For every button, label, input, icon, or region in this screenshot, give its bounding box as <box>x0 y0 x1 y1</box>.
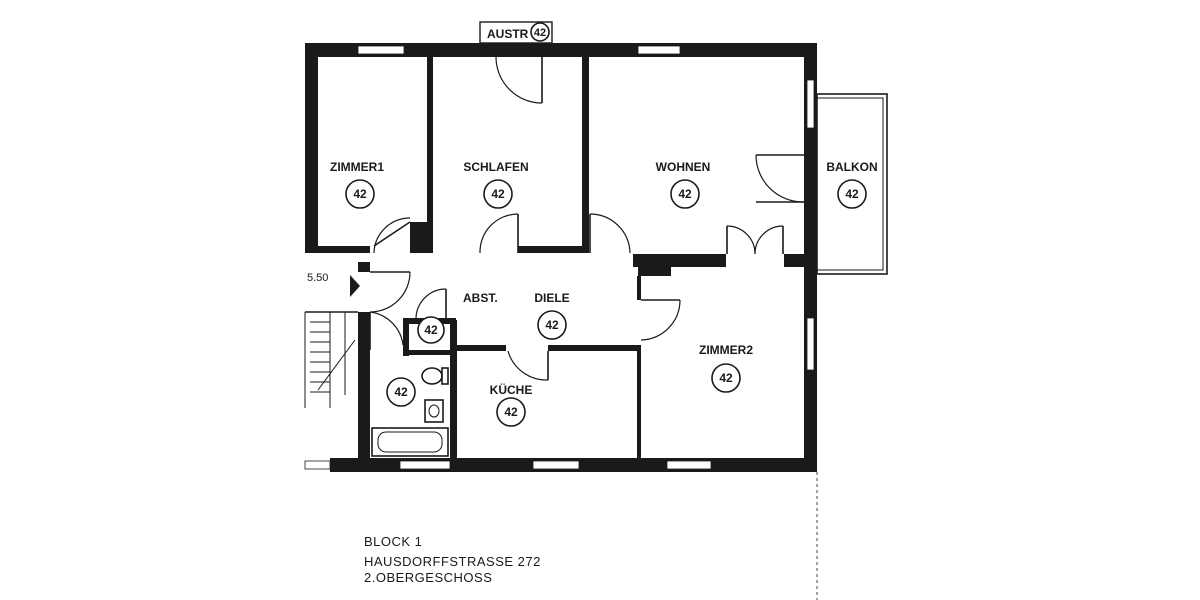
room-number-diele: 42 <box>545 318 559 332</box>
caption-block: BLOCK 1 <box>364 534 422 549</box>
room-number-circle <box>386 377 416 407</box>
room-abst: ABST. 42 <box>417 291 498 344</box>
staircase: 5.50 <box>304 272 360 408</box>
room-number-balkon: 42 <box>845 187 859 201</box>
room-label-austr: AUSTR <box>487 27 529 41</box>
room-number-circle <box>530 22 550 42</box>
room-number-zimmer1: 42 <box>353 187 367 201</box>
fixtures <box>371 367 449 457</box>
room-number-zimmer2: 42 <box>719 371 733 385</box>
caption-floor: 2.OBERGESCHOSS <box>364 570 492 585</box>
room-number-wohnen: 42 <box>678 187 692 201</box>
room-balkon: BALKON 42 <box>826 160 878 209</box>
room-label-wohnen: WOHNEN <box>656 160 711 174</box>
room-label-zimmer1: ZIMMER1 <box>330 160 384 174</box>
balcony <box>816 93 888 275</box>
room-number-kueche: 42 <box>504 405 518 419</box>
room-number-bad: 42 <box>394 385 408 399</box>
room-label-kueche: KÜCHE <box>490 382 533 397</box>
caption: BLOCK 1 HAUSDORFFSTRASSE 272 2.OBERGESCH… <box>364 534 541 585</box>
room-label-balkon: BALKON <box>826 160 877 174</box>
room-label-diele: DIELE <box>534 291 569 305</box>
room-number-circle <box>496 397 526 427</box>
windows <box>304 45 815 470</box>
room-zimmer2: ZIMMER2 42 <box>699 343 753 393</box>
room-number-circle <box>483 179 513 209</box>
room-schlafen: SCHLAFEN 42 <box>463 160 529 209</box>
exterior-walls <box>305 43 817 472</box>
caption-address: HAUSDORFFSTRASSE 272 <box>364 554 541 569</box>
room-number-austr: 42 <box>534 27 546 39</box>
room-number-circle <box>537 310 567 340</box>
room-wohnen: WOHNEN 42 <box>656 160 711 209</box>
room-number-circle <box>837 179 867 209</box>
room-number-circle <box>417 316 445 344</box>
room-number-schlafen: 42 <box>491 187 505 201</box>
room-number-circle <box>670 179 700 209</box>
room-bad: 42 <box>386 377 416 407</box>
room-label-zimmer2: ZIMMER2 <box>699 343 753 357</box>
room-number-circle <box>711 363 741 393</box>
room-kueche: KÜCHE 42 <box>490 382 533 427</box>
room-label-schlafen: SCHLAFEN <box>463 160 528 174</box>
room-diele: DIELE 42 <box>534 291 570 340</box>
room-zimmer1: ZIMMER1 42 <box>330 160 384 209</box>
doors <box>369 56 805 381</box>
room-number-abst: 42 <box>424 323 438 337</box>
room-number-circle <box>345 179 375 209</box>
room-austr: AUSTR 42 <box>479 21 553 44</box>
room-label-abst: ABST. <box>463 291 498 305</box>
stair-level-label: 5.50 <box>307 272 328 284</box>
